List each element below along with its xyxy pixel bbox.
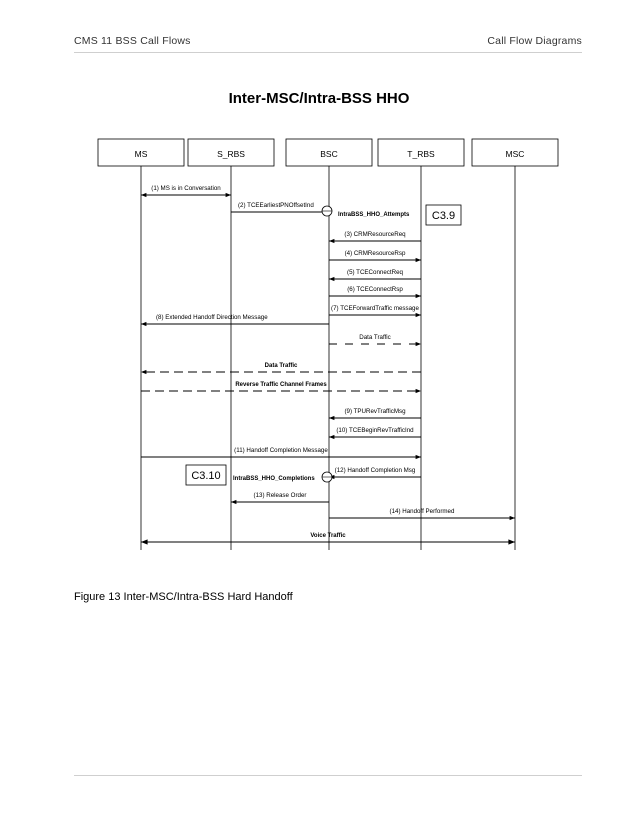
message-label: Data Traffic: [265, 363, 298, 369]
message-label: (2) TCEEarliestPNOffsetInd: [238, 202, 314, 209]
sequence-diagram: MS S_RBS BSC T_RBS MSC (1) MS is in Conversat…: [97, 138, 559, 550]
message-label: (9) TPURevTrafficMsg: [344, 408, 406, 415]
message-label: Voice Traffic: [310, 533, 346, 539]
message-label: (14) Handoff Performed: [390, 508, 455, 515]
entity-label: S_RBS: [217, 149, 245, 159]
message-label: (12) Handoff Completion Msg: [335, 467, 416, 474]
message-label: (8) Extended Handoff Direction Message: [156, 314, 268, 321]
entity-label: MSC: [506, 149, 525, 159]
entity-box-s_rbs: [187, 138, 275, 167]
counter-ref-box: [425, 204, 462, 226]
diagram-title: Inter-MSC/Intra-BSS HHO: [228, 90, 410, 107]
counter-ref: C3.10: [191, 470, 220, 482]
message-label: (4) CRMResourceRsp: [345, 250, 406, 257]
header-right: Call Flow Diagrams: [487, 35, 582, 47]
message-label: Data Traffic: [359, 334, 391, 341]
entity-label: BSC: [320, 149, 337, 159]
counter-label: IntraBSS_HHO_Attempts: [338, 212, 410, 218]
message-label: (13) Release Order: [254, 492, 307, 499]
counter-ref-box: [185, 464, 227, 486]
message-label: (7) TCEForwardTraffic message: [331, 305, 419, 312]
entity-box-ms: [97, 138, 185, 167]
message-label: (1) MS is in Conversation: [151, 185, 221, 192]
entity-box-msc: [471, 138, 559, 167]
message-label: (10) TCEBeginRevTrafficInd: [336, 427, 414, 434]
header-divider: [74, 52, 582, 53]
footer-divider: [74, 775, 582, 776]
message-label: (6) TCEConnectRsp: [347, 286, 403, 293]
entity-label: MS: [135, 149, 148, 159]
message-label: Reverse Traffic Channel Frames: [235, 382, 327, 388]
counter-ref: C3.9: [432, 210, 455, 222]
entity-label: T_RBS: [407, 149, 435, 159]
message-label: (5) TCEConnectReq: [347, 269, 403, 276]
counter-label: IntraBSS_HHO_Completions: [233, 476, 315, 482]
message-label: (11) Handoff Completion Message: [234, 447, 328, 454]
entity-box-t_rbs: [377, 138, 465, 167]
figure-caption: Figure 13 Inter-MSC/Intra-BSS Hard Hando…: [74, 591, 293, 603]
message-label: (3) CRMResourceReq: [344, 231, 406, 238]
header-left: CMS 11 BSS Call Flows: [74, 35, 191, 47]
